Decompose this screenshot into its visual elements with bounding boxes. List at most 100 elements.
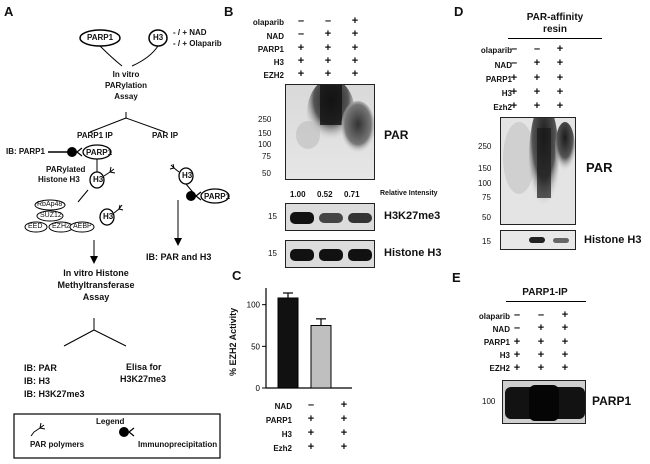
hmt-line-1: In vitro Histone (63, 268, 129, 278)
legend-title: Legend (96, 417, 125, 426)
d-par-label: PAR (586, 160, 613, 175)
panel-label-a: A (4, 4, 14, 19)
schematic-diagram (13, 29, 230, 459)
sign-cell: + (351, 54, 359, 67)
rbap48-label: RbAp48 (37, 201, 63, 208)
b-ri-2: 0.52 (317, 190, 333, 199)
sign-cell: + (561, 335, 569, 348)
ib-h3k27me3-result: IB: H3K27me3 (24, 389, 85, 399)
sign-cell: + (340, 399, 348, 411)
b-ri-label: Relative Intensity (380, 190, 438, 197)
bar-0 (277, 297, 299, 389)
ib-parp1-label: IB: PARP1 (6, 147, 45, 156)
d-mw-50: 50 (482, 213, 491, 222)
legend-par-polymers: PAR polymers (30, 440, 85, 449)
sign-cell: + (513, 362, 521, 375)
b-row-nad: NAD (266, 32, 284, 41)
parp1-par-ip-label: PARP1 (204, 192, 231, 201)
ezh2-label: EZH2 (52, 223, 70, 230)
h3-label: H3 (153, 33, 164, 42)
sign-cell: + (510, 85, 518, 98)
b-mw-15a: 15 (268, 212, 277, 221)
b-row-parp1: PARP1 (257, 45, 284, 54)
parp1-ip-oval-label: PARP1 (86, 148, 113, 157)
sign-cell: + (561, 322, 569, 335)
sign-cell: + (340, 413, 348, 425)
d-row-olaparib: olaparib (480, 46, 512, 55)
d-mw-100: 100 (478, 179, 492, 188)
sign-cell: + (561, 348, 569, 361)
c-row-ezh2: Ezh2 (273, 444, 292, 453)
assay-line-3: Assay (114, 92, 138, 101)
nad-toggle-label: - / + NAD (173, 28, 207, 37)
ib-par-result: IB: PAR (24, 363, 57, 373)
b-row-ezh2: EZH2 (263, 71, 284, 80)
panel-label-d: D (454, 4, 464, 19)
sign-cell: + (297, 54, 305, 67)
sign-cell: + (556, 85, 564, 98)
sign-cell: + (556, 100, 564, 113)
d-histone-label: Histone H3 (584, 234, 642, 246)
sign-cell: + (513, 348, 521, 361)
panel-label-e: E (452, 270, 461, 285)
elisa-line-2: H3K27me3 (120, 374, 167, 384)
b-mw-150: 150 (258, 129, 272, 138)
sign-cell: – (513, 322, 521, 335)
sign-cell: – (297, 15, 305, 27)
b-mw-250: 250 (258, 115, 272, 124)
e-row-h3: H3 (499, 351, 510, 360)
elisa-line-1: Elisa for (126, 362, 162, 372)
b-mw-50: 50 (262, 169, 271, 178)
sign-cell: + (533, 100, 541, 113)
d-row-nad: NAD (494, 61, 512, 70)
sign-cell: + (324, 68, 332, 81)
d-row-parp1: PARP1 (485, 75, 512, 84)
sign-cell: + (297, 68, 305, 81)
hmt-line-2: Methyltransferase (57, 280, 135, 290)
sign-cell: + (533, 57, 541, 70)
sign-cell: + (351, 68, 359, 81)
d-mw-150: 150 (478, 164, 492, 173)
c-row-h3: H3 (281, 430, 292, 439)
sign-cell: – (537, 309, 545, 321)
d-title-underline (508, 38, 602, 39)
sign-cell: + (513, 335, 521, 348)
b-ri-3: 0.71 (344, 190, 360, 199)
sign-cell: + (307, 427, 315, 439)
d-mw-250: 250 (478, 142, 492, 151)
y-tick-label: 50 (251, 342, 260, 351)
sign-cell: + (561, 362, 569, 375)
suz12-label: SUZ12 (40, 212, 62, 219)
parp1-ip-label: PARP1 IP (77, 131, 113, 140)
par-ip-label: PAR IP (152, 131, 179, 140)
b-row-olaparib: olaparib (252, 18, 284, 27)
b-histone-label: Histone H3 (384, 247, 442, 259)
sign-cell: – (297, 28, 305, 41)
parylated-label-2: Histone H3 (38, 175, 80, 184)
b-ri-1: 1.00 (290, 190, 306, 199)
panel-label-b: B (224, 4, 234, 19)
d-mw-75: 75 (482, 193, 491, 202)
eed-label: EED (28, 223, 43, 230)
b-par-blot (285, 84, 375, 180)
sign-cell: + (556, 71, 564, 84)
h3-par-ip-label: H3 (182, 171, 193, 180)
sign-cell: – (513, 309, 521, 321)
sign-cell: + (537, 322, 545, 335)
b-mw-75: 75 (262, 152, 271, 161)
assay-line-2: PARylation (104, 81, 148, 90)
sign-cell: + (340, 427, 348, 439)
d-histone-blot (500, 230, 576, 250)
sign-cell: + (537, 335, 545, 348)
c-row-nad: NAD (274, 402, 292, 411)
b-h3k27me3-label: H3K27me3 (384, 210, 441, 222)
sign-cell: + (324, 28, 332, 41)
sign-cell: + (537, 348, 545, 361)
legend-immunoprecipitation: Immunoprecipitation (138, 440, 218, 449)
parylated-label-1: PARylated (46, 165, 86, 174)
sign-cell: – (533, 43, 541, 55)
e-row-nad: NAD (492, 325, 510, 334)
bar-1 (310, 325, 332, 389)
sign-cell: – (510, 43, 518, 55)
